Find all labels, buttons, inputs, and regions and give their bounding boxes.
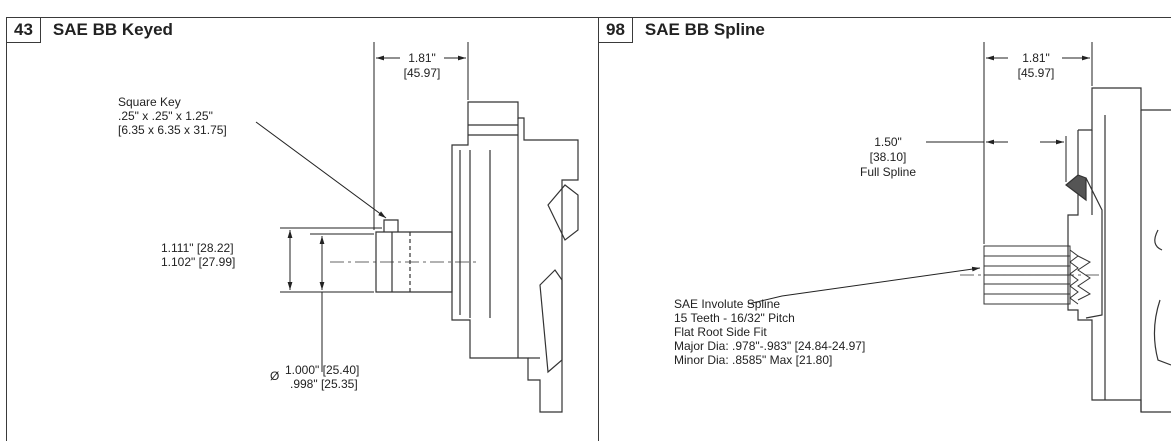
left-dim-shaft-l1: 1.000" [25.40]: [285, 363, 359, 377]
right-spline-shaft: [960, 245, 1100, 305]
left-dim-top-mm: [45.97]: [404, 66, 441, 80]
right-spline-l3: Flat Root Side Fit: [674, 325, 767, 339]
panel-sae-bb-spline: 98 SAE BB Spline: [598, 17, 1171, 441]
right-full-spline-l2: [38.10]: [870, 150, 907, 164]
left-dim-key-l1: 1.111" [28.22]: [161, 241, 234, 255]
panel-title: SAE BB Spline: [644, 20, 765, 39]
right-spline-l1: SAE Involute Spline: [674, 297, 780, 311]
right-spline-l5: Minor Dia: .8585" Max [21.80]: [674, 353, 832, 367]
left-key-l3: [6.35 x 6.35 x 31.75]: [118, 123, 227, 137]
panel-number: 98: [599, 17, 633, 43]
panel-header: 43 SAE BB Keyed: [7, 17, 173, 43]
right-full-spline-l3: Full Spline: [860, 165, 916, 179]
left-dim-top: [373, 42, 469, 230]
left-dim-shaft-symbol: Ø: [270, 369, 279, 383]
left-housing: [451, 101, 579, 413]
left-dim-key-height: [280, 227, 382, 293]
right-dim-full-spline: [926, 136, 1067, 182]
left-key-l1: Square Key: [118, 95, 181, 109]
right-spline-l2: 15 Teeth - 16/32" Pitch: [674, 311, 795, 325]
right-dim-top-in: 1.81": [1022, 51, 1050, 65]
left-shaft: [330, 219, 480, 293]
left-key-l2: .25" x .25" x 1.25": [118, 109, 213, 123]
panel-number: 43: [7, 17, 41, 43]
panel-header: 98 SAE BB Spline: [599, 17, 765, 43]
right-housing: [1065, 87, 1171, 413]
left-key-leader: [255, 121, 387, 219]
right-dim-top: [983, 42, 1093, 244]
left-dim-key-l2: 1.102" [27.99]: [161, 255, 235, 269]
right-spline-leader: [747, 266, 981, 305]
left-dim-shaft: [310, 233, 374, 372]
right-dim-top-mm: [45.97]: [1018, 66, 1055, 80]
panel-title: SAE BB Keyed: [52, 20, 173, 39]
right-full-spline-l1: 1.50": [874, 135, 902, 149]
left-dim-top-in: 1.81": [408, 51, 436, 65]
right-spline-l4: Major Dia: .978"-.983" [24.84-24.97]: [674, 339, 865, 353]
left-dim-shaft-l2: .998" [25.35]: [290, 377, 358, 391]
panel-sae-bb-keyed: 43 SAE BB Keyed: [6, 17, 599, 441]
